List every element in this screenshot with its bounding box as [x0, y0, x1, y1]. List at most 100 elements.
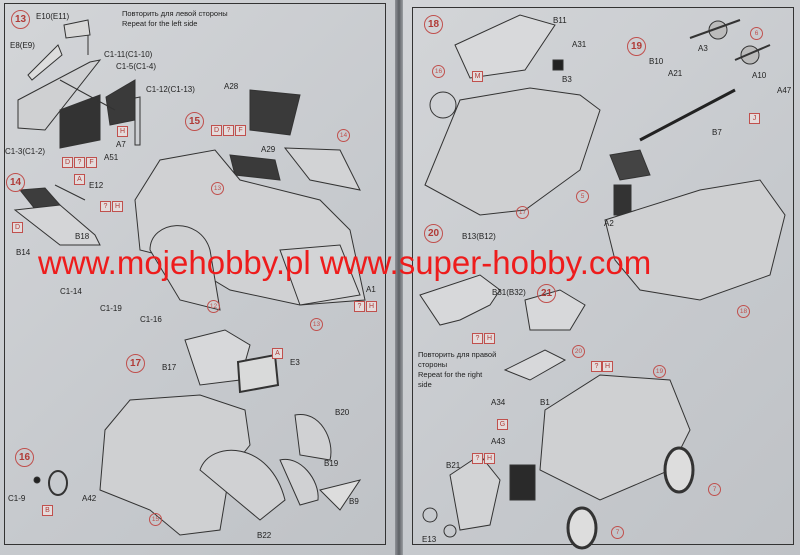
- label-b9: B9: [349, 497, 359, 506]
- paint-G: G: [497, 419, 508, 430]
- label-c1-12: C1-12(C1-13): [146, 85, 195, 94]
- label-b18: B18: [75, 232, 90, 241]
- ref-17: 17: [516, 206, 529, 219]
- note-right-ru2: стороны: [418, 360, 448, 369]
- step-18: 18: [424, 15, 443, 34]
- ref-18: 18: [737, 305, 750, 318]
- step-14: 14: [6, 173, 25, 192]
- label-a51: A51: [104, 153, 119, 162]
- label-b22: B22: [257, 531, 272, 540]
- step-19: 19: [627, 37, 646, 56]
- note-left-en: Repeat for the left side: [122, 19, 198, 28]
- watermark: www.mojehobby.pl www.super-hobby.com: [38, 244, 652, 281]
- label-e13: E13: [422, 535, 437, 544]
- paint-?: ?: [472, 333, 483, 344]
- paint-A: A: [74, 174, 85, 185]
- label-a10: A10: [752, 71, 767, 80]
- note-right: Повторить для правой стороны Repeat for …: [418, 350, 496, 390]
- label-b19: B19: [324, 459, 339, 468]
- step-20: 20: [424, 224, 443, 243]
- label-e3: E3: [290, 358, 300, 367]
- label-c1-5: C1-5(C1-4): [116, 62, 157, 71]
- paint-H: H: [602, 361, 613, 372]
- step16-parts: [33, 470, 68, 496]
- label-b20: B20: [335, 408, 350, 417]
- paint-D: D: [211, 125, 222, 136]
- label-b13: B13(B12): [462, 232, 496, 241]
- label-a21: A21: [668, 69, 683, 78]
- step13-door-parts: [17, 19, 141, 149]
- label-b21: B21: [446, 461, 461, 470]
- ref-13: 13: [211, 182, 224, 195]
- step19-chassis: [604, 19, 786, 301]
- label-b3: B3: [562, 75, 572, 84]
- left-frame: [4, 3, 386, 545]
- paint-H: H: [117, 126, 128, 137]
- paint-H: H: [112, 201, 123, 212]
- label-c1-3: C1-3(C1-2): [5, 147, 46, 156]
- paint-H: H: [484, 333, 495, 344]
- label-a28: A28: [224, 82, 239, 91]
- right-frame: [412, 7, 794, 545]
- ref-5: 5: [576, 190, 589, 203]
- ref-7b: 7: [611, 526, 624, 539]
- label-a29: A29: [261, 145, 276, 154]
- ref-7a: 7: [708, 483, 721, 496]
- step-21: 21: [537, 284, 556, 303]
- label-a42: A42: [82, 494, 97, 503]
- label-b10: B10: [649, 57, 664, 66]
- step14-dashboard: [13, 184, 101, 246]
- step20-hood-side: [419, 274, 501, 326]
- label-a43: A43: [491, 437, 506, 446]
- label-b1: B1: [540, 398, 550, 407]
- ref-16: 16: [432, 65, 445, 78]
- paint-D: D: [62, 157, 73, 168]
- label-a31: A31: [572, 40, 587, 49]
- label-e10: E10(E11): [36, 12, 70, 21]
- paint-H: H: [484, 453, 495, 464]
- paint-?: ?: [354, 301, 365, 312]
- paint-?: ?: [100, 201, 111, 212]
- step21-car: [422, 289, 695, 550]
- paint-J: J: [749, 113, 760, 124]
- label-a34: A34: [491, 398, 506, 407]
- label-c1-9: C1-9: [8, 494, 26, 503]
- step-16: 16: [15, 448, 34, 467]
- paint-D: D: [12, 222, 23, 233]
- label-a47: A47: [777, 86, 792, 95]
- ref-14: 14: [337, 129, 350, 142]
- paint-?: ?: [223, 125, 234, 136]
- label-e12: E12: [89, 181, 104, 190]
- paint-B: B: [42, 505, 53, 516]
- step-15: 15: [185, 112, 204, 131]
- step-13: 13: [11, 10, 30, 29]
- step18-body: [424, 14, 601, 216]
- label-a1: A1: [366, 285, 376, 294]
- ref-15: 15: [149, 513, 162, 526]
- ref-19: 19: [653, 365, 666, 378]
- paint-M: M: [472, 71, 483, 82]
- paint-F: F: [86, 157, 97, 168]
- step15-body: [134, 89, 366, 311]
- label-c1-16: C1-16: [140, 315, 162, 324]
- note-left: Повторить для левой стороны Repeat for t…: [122, 9, 228, 29]
- paint-?: ?: [74, 157, 85, 168]
- note-right-ru: Повторить для правой: [418, 350, 497, 359]
- note-left-ru: Повторить для левой стороны: [122, 9, 228, 18]
- ref-20: 20: [572, 345, 585, 358]
- label-b11: B11: [553, 16, 567, 25]
- label-a2: A2: [604, 219, 614, 228]
- ref-6: 6: [750, 27, 763, 40]
- note-right-en: Repeat for the right: [418, 370, 483, 379]
- ref-12: 12: [207, 300, 220, 313]
- paint-F: F: [235, 125, 246, 136]
- label-b7: B7: [712, 128, 722, 137]
- label-c1-14: C1-14: [60, 287, 82, 296]
- ref-13b: 13: [310, 318, 323, 331]
- paint-H: H: [366, 301, 377, 312]
- page-fold: [395, 0, 403, 555]
- label-b17: B17: [162, 363, 177, 372]
- label-c1-11: C1-11(C1-10): [104, 50, 153, 59]
- label-a3: A3: [698, 44, 708, 53]
